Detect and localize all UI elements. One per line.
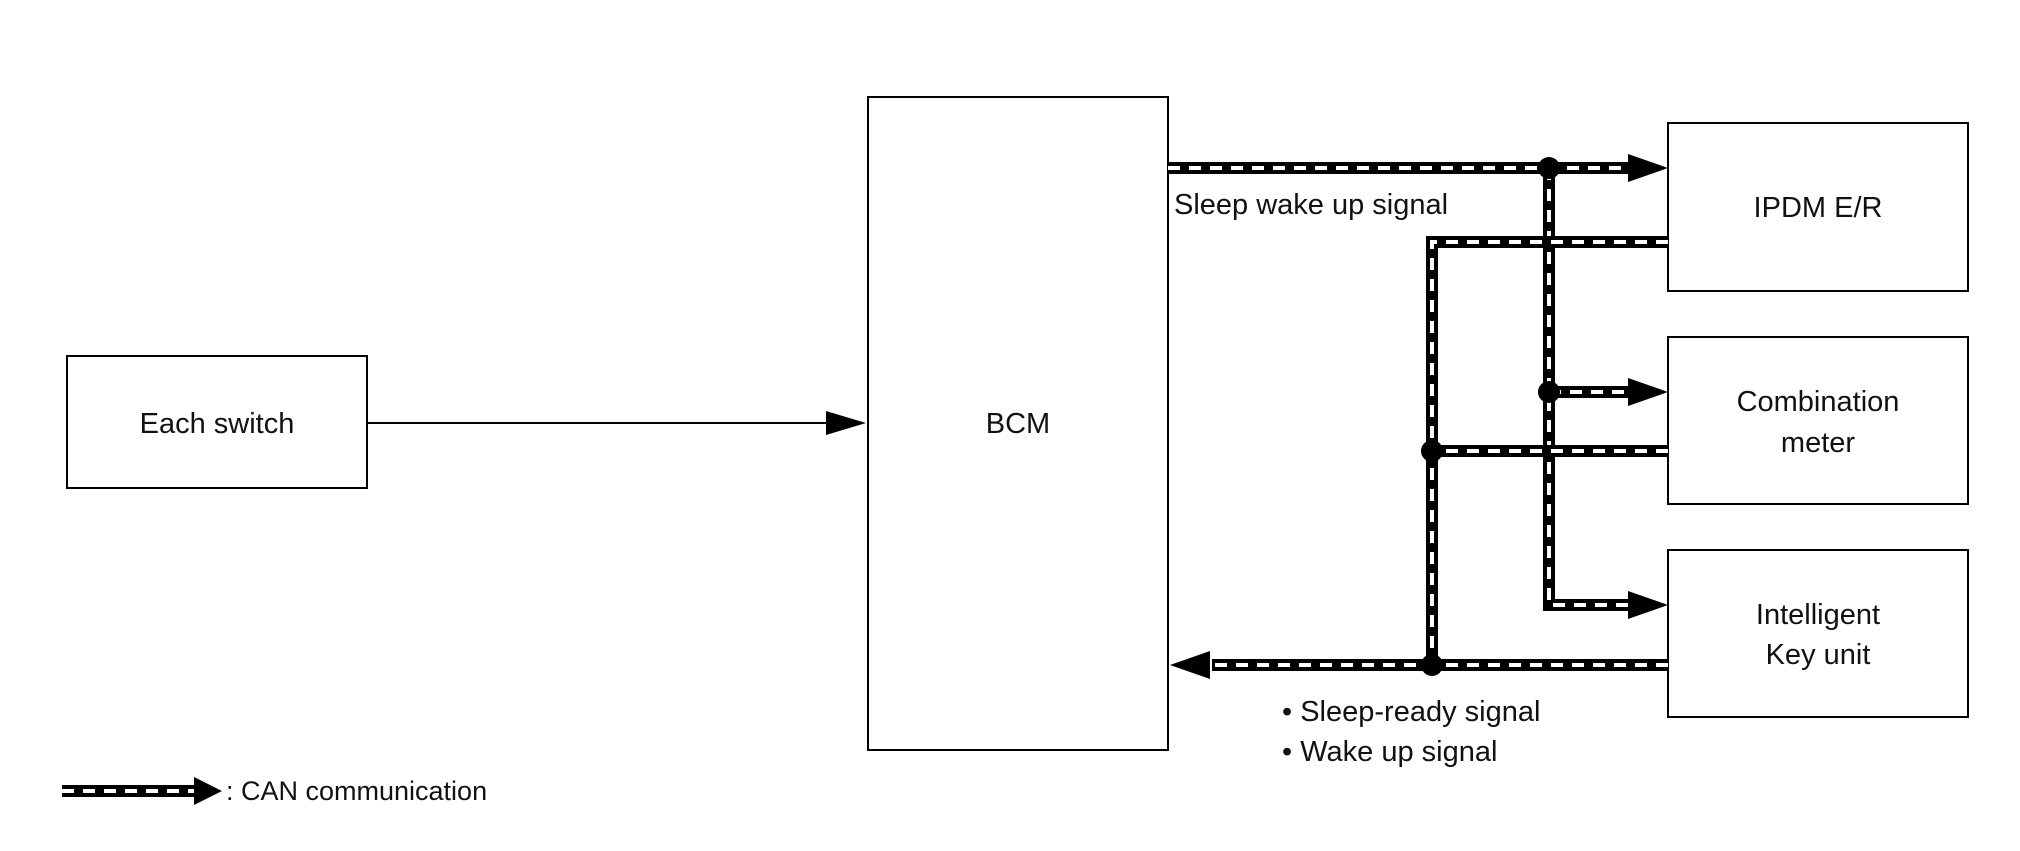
junction-dot	[1421, 654, 1443, 676]
intelligent-key-box	[1667, 549, 1969, 718]
bcm-label: BCM	[986, 408, 1050, 440]
arrowhead-to-ipdm	[1628, 154, 1668, 182]
junction-dot	[1538, 381, 1560, 403]
bcm-box	[867, 96, 1169, 751]
wake-up-signal-label: • Wake up signal	[1282, 736, 1497, 768]
can-bus-lines	[1168, 162, 1668, 671]
legend-arrowhead	[194, 777, 222, 805]
junction-dot	[1538, 157, 1560, 179]
sleep-ready-signal-label: • Sleep-ready signal	[1282, 696, 1540, 728]
legend-can-label: : CAN communication	[226, 776, 487, 806]
ipdm-label: IPDM E/R	[1754, 192, 1883, 224]
junction-dot	[1421, 440, 1443, 462]
arrowhead-to-combination-meter	[1628, 378, 1668, 406]
each-switch-label: Each switch	[140, 408, 295, 440]
each-switch-box	[66, 355, 368, 489]
sleep-wake-up-signal-label: Sleep wake up signal	[1174, 189, 1448, 221]
combination-meter-label-2: meter	[1781, 427, 1855, 459]
combination-meter-box	[1667, 336, 1969, 505]
switch-to-bcm-arrowhead	[826, 411, 866, 435]
ipdm-box	[1667, 122, 1969, 292]
legend: : CAN communication	[62, 776, 487, 806]
combination-meter-label-1: Combination	[1737, 386, 1900, 418]
arrowhead-to-intelligent-key	[1628, 591, 1668, 619]
arrowhead-to-bcm	[1170, 651, 1210, 679]
intelligent-key-label-2: Key unit	[1766, 639, 1871, 671]
intelligent-key-label-1: Intelligent	[1756, 599, 1880, 631]
